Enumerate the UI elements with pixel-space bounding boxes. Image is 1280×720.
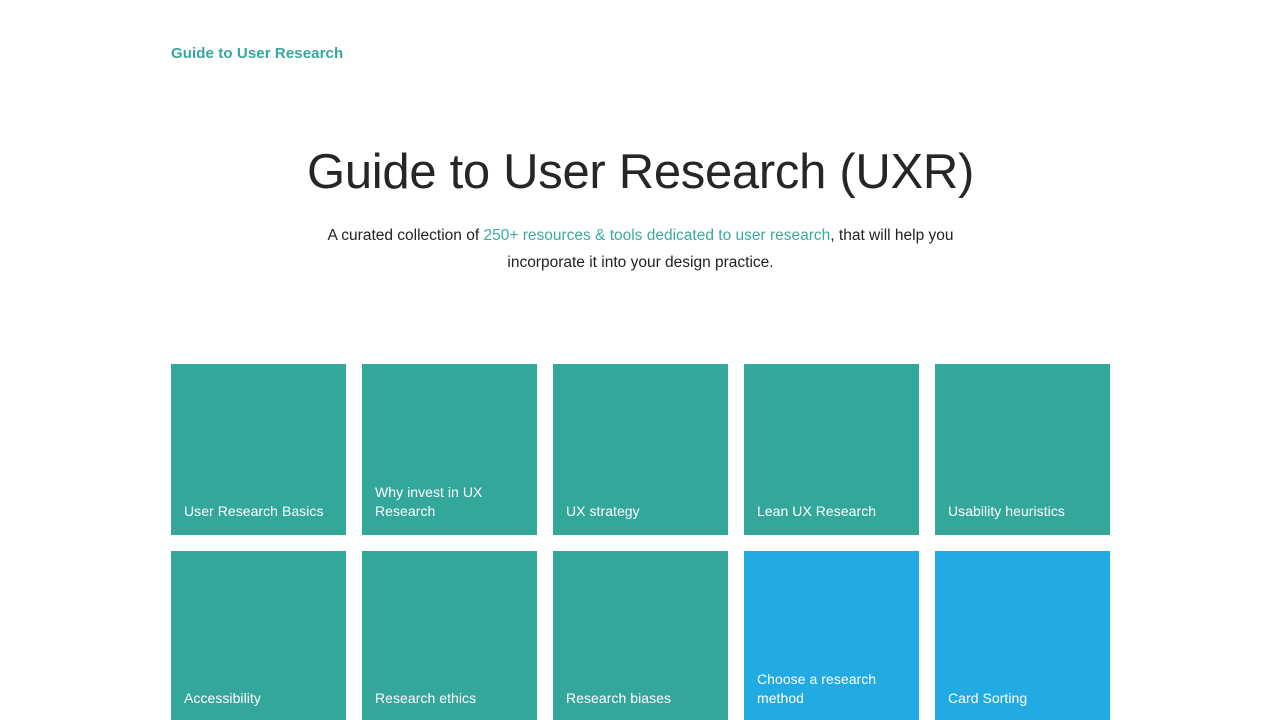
subtitle-text-after: , that will help you incorporate it into…: [507, 227, 954, 271]
header-inner: Guide to User Research: [171, 43, 1110, 69]
resources-link[interactable]: 250+ resources & tools dedicated to user…: [483, 227, 831, 244]
category-card[interactable]: Accessibility: [171, 551, 346, 720]
category-card-label: User Research Basics: [184, 503, 324, 519]
category-card-label: Accessibility: [184, 690, 261, 706]
category-card[interactable]: Lean UX Research: [744, 364, 919, 535]
category-card[interactable]: Research biases: [553, 551, 728, 720]
page-title: Guide to User Research (UXR): [307, 145, 974, 199]
category-card[interactable]: Usability heuristics: [935, 364, 1110, 535]
site-header: Guide to User Research: [0, 0, 1280, 110]
category-card-label: Lean UX Research: [757, 503, 877, 519]
category-card[interactable]: Choose a research method: [744, 551, 919, 720]
category-card-label: Choose a research method: [757, 671, 877, 706]
hero-subtitle: A curated collection of 250+ resources &…: [311, 222, 971, 276]
category-card-label: UX strategy: [566, 503, 640, 519]
brand-logo[interactable]: Guide to User Research: [171, 45, 344, 62]
category-card-label: Research ethics: [375, 690, 477, 706]
category-card[interactable]: Research ethics: [362, 551, 537, 720]
subtitle-text-before: A curated collection of: [327, 227, 484, 244]
category-card-label: Why invest in UX Research: [375, 484, 483, 519]
category-card-label: Card Sorting: [948, 690, 1028, 706]
category-card[interactable]: Why invest in UX Research: [362, 364, 537, 535]
category-card[interactable]: User Research Basics: [171, 364, 346, 535]
category-card-label: Usability heuristics: [948, 503, 1065, 519]
category-card[interactable]: UX strategy: [553, 364, 728, 535]
hero-section: Guide to User Research (UXR) A curated c…: [171, 140, 1110, 276]
category-card-grid: User Research Basics Why invest in UX Res…: [171, 364, 1110, 720]
category-card[interactable]: Card Sorting: [935, 551, 1110, 720]
category-card-label: Research biases: [566, 690, 672, 706]
